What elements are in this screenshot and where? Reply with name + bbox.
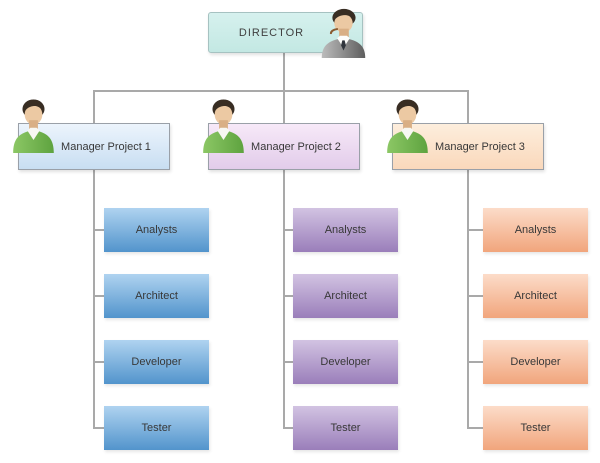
connector-line	[93, 170, 95, 429]
node-tester-team2[interactable]: Tester	[293, 406, 398, 450]
node-label: Developer	[320, 356, 371, 368]
node-label: Architect	[514, 290, 557, 302]
node-label: Architect	[135, 290, 178, 302]
node-label: Analysts	[324, 224, 367, 236]
connector-line	[283, 53, 285, 90]
connector-line	[93, 295, 105, 297]
connector-line	[283, 170, 285, 429]
node-label: Analysts	[135, 224, 178, 236]
person-green-shirt-icon	[203, 99, 244, 153]
connector-line	[283, 295, 294, 297]
node-developer-team2[interactable]: Developer	[293, 340, 398, 384]
node-manager-project-2[interactable]: Manager Project 2	[208, 123, 360, 170]
connector-line	[467, 170, 469, 429]
node-analysts-team1[interactable]: Analysts	[104, 208, 209, 252]
person-green-shirt-icon	[13, 99, 54, 153]
node-architect-team3[interactable]: Architect	[483, 274, 588, 318]
connector-line	[283, 427, 294, 429]
node-manager-project-3-label: Manager Project 3	[435, 140, 525, 153]
connector-line	[93, 427, 105, 429]
node-label: Analysts	[514, 224, 557, 236]
node-architect-team2[interactable]: Architect	[293, 274, 398, 318]
node-analysts-team2[interactable]: Analysts	[293, 208, 398, 252]
connector-line	[283, 361, 294, 363]
node-label: Tester	[520, 422, 551, 434]
connector-line	[467, 229, 484, 231]
node-tester-team3[interactable]: Tester	[483, 406, 588, 450]
node-label: Tester	[141, 422, 172, 434]
connector-line	[467, 427, 484, 429]
connector-line	[93, 90, 95, 123]
connector-line	[467, 361, 484, 363]
node-label: Developer	[510, 356, 561, 368]
node-manager-project-2-label: Manager Project 2	[251, 140, 341, 153]
connector-line	[283, 90, 285, 123]
node-manager-project-1-label: Manager Project 1	[61, 140, 151, 153]
node-architect-team1[interactable]: Architect	[104, 274, 209, 318]
node-developer-team1[interactable]: Developer	[104, 340, 209, 384]
node-analysts-team3[interactable]: Analysts	[483, 208, 588, 252]
connector-line	[93, 361, 105, 363]
node-tester-team1[interactable]: Tester	[104, 406, 209, 450]
connector-line	[283, 229, 294, 231]
connector-line	[467, 295, 484, 297]
businessman-suit-icon	[321, 8, 366, 58]
node-label: Tester	[330, 422, 361, 434]
connector-line	[93, 229, 105, 231]
node-label: Developer	[131, 356, 182, 368]
node-director-label: DIRECTOR	[238, 26, 305, 39]
connector-line	[467, 90, 469, 123]
person-green-shirt-icon	[387, 99, 428, 153]
node-developer-team3[interactable]: Developer	[483, 340, 588, 384]
connector-line	[93, 90, 469, 92]
node-label: Architect	[324, 290, 367, 302]
